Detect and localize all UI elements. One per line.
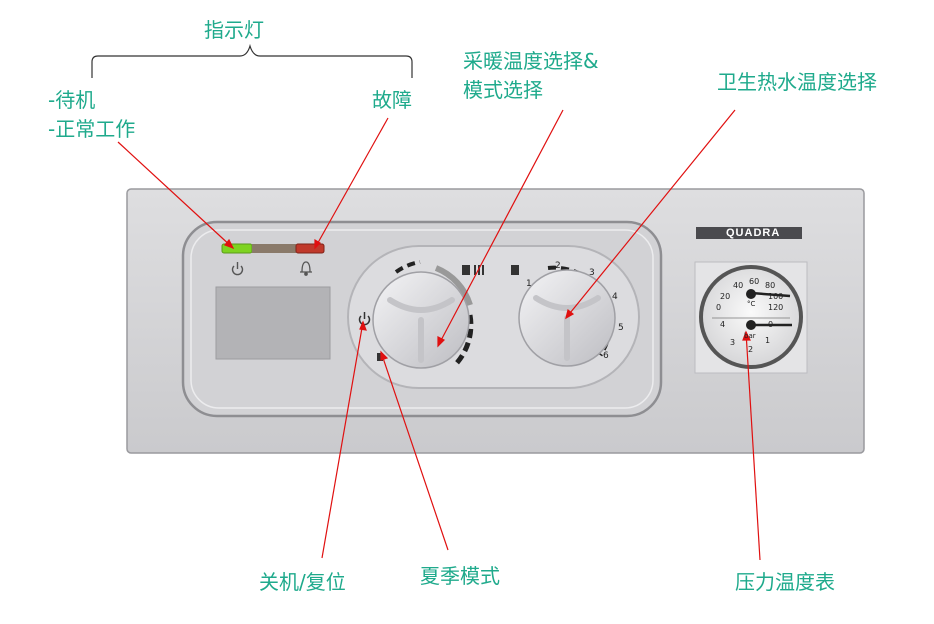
gauge-pressure-0: 0 bbox=[768, 320, 774, 329]
gauge-temp-80: 80 bbox=[765, 281, 776, 290]
label-power-reset: 关机/复位 bbox=[259, 570, 346, 594]
gauge-temp-0: 0 bbox=[716, 303, 722, 312]
arrow-heating bbox=[437, 109, 564, 347]
label-heating-select-1: 采暖温度选择& bbox=[463, 49, 599, 73]
gauge-pressure-2: 2 bbox=[748, 345, 754, 354]
gauge-pressure-1: 1 bbox=[765, 336, 771, 345]
label-dhw-select: 卫生热水温度选择 bbox=[717, 70, 877, 94]
tap-icon bbox=[511, 265, 519, 275]
arrow-dhw bbox=[565, 109, 736, 319]
gauge-temp-60: 60 bbox=[749, 277, 760, 286]
arrow-power bbox=[321, 321, 364, 559]
gauge-pressure-unit: bar bbox=[744, 332, 756, 340]
arrow-standby bbox=[117, 141, 234, 249]
brand-plate bbox=[696, 227, 802, 239]
gauge-temp-120: 120 bbox=[768, 303, 784, 312]
label-standby: -待机 bbox=[48, 88, 96, 112]
label-summer-mode: 夏季模式 bbox=[420, 564, 500, 588]
power-icon bbox=[231, 262, 244, 276]
dial-number-1: 1 bbox=[526, 279, 532, 289]
label-fault: 故障 bbox=[372, 88, 412, 112]
radiator-tap-icon bbox=[462, 265, 484, 275]
gauge-pressure-4: 4 bbox=[720, 320, 726, 329]
label-heating-select-2: 模式选择 bbox=[463, 78, 543, 102]
dial-number-5: 5 bbox=[618, 323, 624, 333]
indicator-bracket bbox=[91, 43, 413, 78]
led-red bbox=[295, 243, 325, 254]
dial-number-4: 4 bbox=[612, 292, 618, 302]
dial-number-2: 2 bbox=[555, 261, 561, 271]
brand-label: QUADRA bbox=[726, 227, 781, 239]
dial-number-6: 6 bbox=[603, 351, 609, 361]
dial-number-3: 3 bbox=[589, 268, 595, 278]
gauge-temp-20: 20 bbox=[720, 292, 731, 301]
label-normal: -正常工作 bbox=[48, 117, 136, 141]
gauge-pressure-3: 3 bbox=[730, 338, 736, 347]
arrow-fault bbox=[314, 117, 389, 249]
arrow-summer bbox=[380, 351, 449, 551]
bell-icon bbox=[300, 261, 312, 276]
summer-mode-icon bbox=[377, 353, 383, 361]
gauge-temp-40: 40 bbox=[733, 281, 744, 290]
arrow-gauge bbox=[745, 331, 761, 561]
display-window bbox=[215, 286, 331, 360]
label-indicator: 指示灯 bbox=[204, 18, 264, 42]
gauge-temp-unit: °C bbox=[747, 300, 756, 308]
label-gauge: 压力温度表 bbox=[735, 570, 835, 594]
gauge-temp-100: 100 bbox=[768, 292, 784, 301]
led-strip bbox=[252, 244, 296, 253]
